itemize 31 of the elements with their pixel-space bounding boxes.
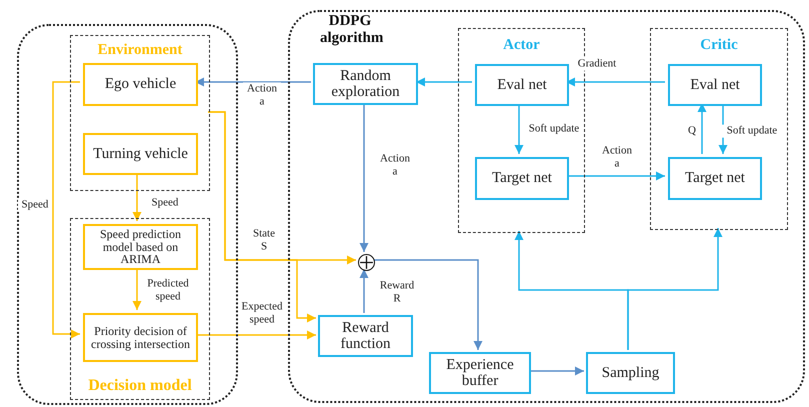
dashed-group-frame <box>650 28 788 230</box>
edge-label: Action a <box>243 82 281 108</box>
outer-group-frame <box>17 24 238 405</box>
arrow <box>373 259 482 350</box>
process-box: Eval net <box>668 64 762 106</box>
dashed-group-frame <box>70 218 210 400</box>
process-box: Target net <box>668 157 762 200</box>
arrow <box>627 228 722 350</box>
arrow <box>52 81 80 338</box>
process-box: Random exploration <box>313 63 418 105</box>
arrow <box>360 103 368 252</box>
edge-label: Q <box>685 124 699 138</box>
process-box: Reward function <box>318 315 413 357</box>
group-title: Environment <box>96 42 184 59</box>
process-box: Turning vehicle <box>83 133 198 175</box>
process-box: Speed prediction model based on ARIMA <box>83 224 198 270</box>
process-box: Ego vehicle <box>83 63 198 106</box>
group-title: Actor <box>502 37 541 54</box>
process-box: Experience buffer <box>429 352 531 394</box>
group-title: Critic <box>699 37 739 54</box>
summing-junction <box>358 254 375 271</box>
process-box: Target net <box>475 157 569 200</box>
arrow <box>360 269 368 313</box>
process-box: Eval net <box>475 64 569 106</box>
arrow <box>208 111 316 322</box>
group-title: Decision model <box>87 377 193 395</box>
arrow <box>529 366 584 376</box>
process-box: Sampling <box>586 352 675 394</box>
process-box: Priority decision of crossing intersection <box>83 313 198 362</box>
dashed-group-frame <box>70 35 210 191</box>
arrow <box>416 78 472 86</box>
